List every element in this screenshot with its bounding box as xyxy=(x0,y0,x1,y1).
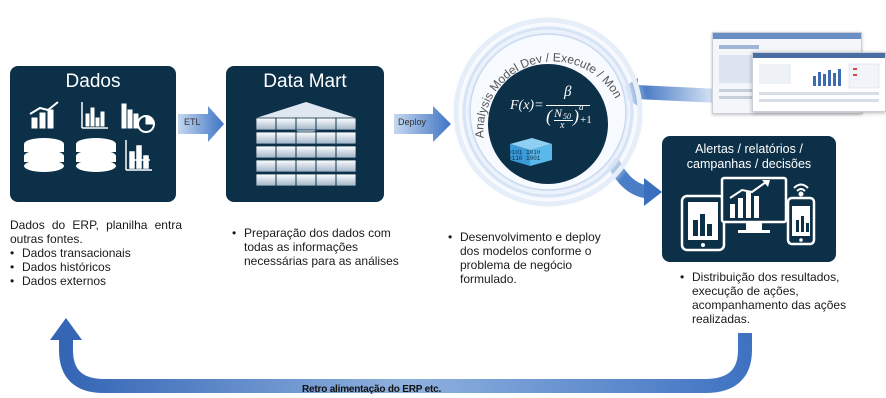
dados-caption-intro: Dados do ERP, planilha entra outras font… xyxy=(10,218,182,246)
return-arrow xyxy=(635,85,721,103)
modelo-caption: Desenvolvimento e deploy dos modelos con… xyxy=(448,230,620,286)
formula-exp: a xyxy=(579,102,584,112)
datamart-caption: Preparação dos dados com todas as inform… xyxy=(232,226,402,268)
tablet-icon xyxy=(680,194,726,252)
datamart-caption-text: Preparação dos dados com todas as inform… xyxy=(232,226,402,268)
alertas-title: Alertas / relatórios / campanhas / decis… xyxy=(662,142,836,172)
feedback-arrowhead xyxy=(50,318,82,340)
dados-box: Dados xyxy=(10,66,176,202)
formula-bar xyxy=(546,105,590,106)
dashboard-screenshot-front xyxy=(752,52,886,112)
formula-close: ) xyxy=(573,106,579,126)
alertas-title-line1: Alertas / relatórios / xyxy=(695,142,803,156)
deploy-arrow xyxy=(394,106,451,142)
feedback-label: Retro alimentação do ERP etc. xyxy=(302,384,442,395)
binary-cube-icon xyxy=(510,138,552,166)
modelo-caption-text: Desenvolvimento e deploy dos modelos con… xyxy=(448,230,620,286)
formula-open: ( xyxy=(546,106,552,126)
etl-label: ETL xyxy=(184,117,201,127)
bar-chart-icon xyxy=(29,101,59,129)
wifi-icon xyxy=(793,183,809,197)
histogram-icon xyxy=(81,102,108,129)
data-cube-icon xyxy=(255,102,357,187)
modelo-caption-list: Desenvolvimento e deploy dos modelos con… xyxy=(448,230,620,286)
alertas-caption-text: Distribuição dos resultados, execução de… xyxy=(680,270,852,326)
deploy-label: Deploy xyxy=(398,117,427,127)
formula-over: x xyxy=(560,120,565,131)
formula-sub: 50 xyxy=(563,112,571,121)
formula-fraction-line xyxy=(554,120,573,121)
feedback-loop xyxy=(59,333,752,393)
bar-grid-icon xyxy=(125,140,152,171)
alertas-box: Alertas / relatórios / campanhas / decis… xyxy=(662,136,836,262)
alertas-caption-list: Distribuição dos resultados, execução de… xyxy=(680,270,852,326)
outer-ring xyxy=(453,17,643,207)
formula-plus: +1 xyxy=(580,114,592,126)
formula-lhs: F(x)= xyxy=(510,98,544,113)
dados-caption-item: Dados históricos xyxy=(10,260,182,274)
datamart-box: Data Mart xyxy=(226,66,384,202)
dados-caption-item: Dados externos xyxy=(10,274,182,288)
etl-arrow xyxy=(178,106,224,142)
dados-caption: Dados do ERP, planilha entra outras font… xyxy=(10,218,182,288)
pie-bar-icon xyxy=(121,103,155,133)
dados-caption-list: Dados transacionais Dados históricos Dad… xyxy=(10,246,182,288)
monitor-icon xyxy=(720,176,788,233)
datamart-caption-list: Preparação dos dados com todas as inform… xyxy=(232,226,402,268)
phone-icon xyxy=(786,196,816,246)
formula-numerator: β xyxy=(564,84,572,100)
middle-ring xyxy=(462,26,634,198)
dashboard-chart xyxy=(759,63,880,102)
alertas-caption: Distribuição dos resultados, execução de… xyxy=(680,270,852,326)
output-arrowhead xyxy=(644,178,662,206)
alertas-title-line2: campanhas / decisões xyxy=(686,157,812,171)
formula-n: N xyxy=(554,106,563,120)
binary-text: 0101 1010 0110 1001 xyxy=(508,150,541,162)
datamart-title: Data Mart xyxy=(263,71,347,92)
dados-title: Dados xyxy=(65,71,121,92)
database-icon xyxy=(24,138,64,172)
dados-icons xyxy=(24,101,155,172)
dados-caption-item: Dados transacionais xyxy=(10,246,182,260)
database-icon-2 xyxy=(76,138,116,172)
model-formula: F(x)= β ( N 50 x ) a +1 xyxy=(510,84,594,134)
devices-icon xyxy=(680,176,816,252)
